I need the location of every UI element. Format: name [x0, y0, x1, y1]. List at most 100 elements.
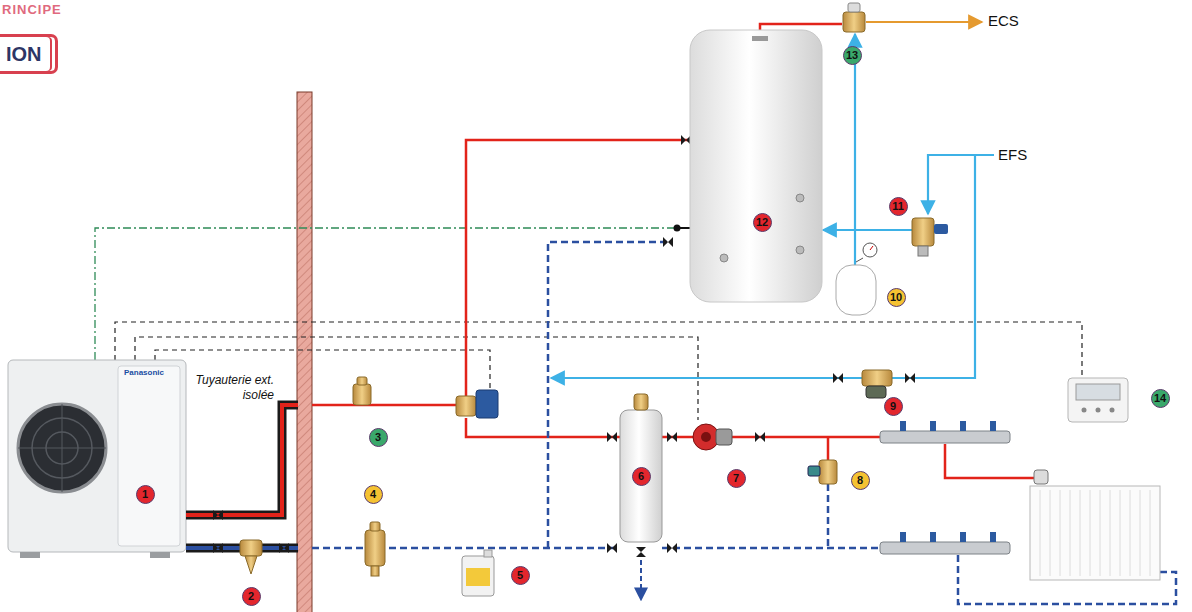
expansion-vessel — [856, 258, 863, 262]
filter — [245, 556, 257, 574]
cold-water-pipe — [928, 155, 994, 214]
dirt-separator — [365, 522, 385, 576]
mixing-valve — [843, 12, 865, 32]
callout-number: 10 — [887, 288, 906, 307]
backflow-preventer — [866, 386, 886, 398]
valve — [607, 432, 617, 442]
heat-pump-unit — [62, 404, 63, 492]
circulator-pump — [716, 429, 732, 445]
manifold — [930, 532, 936, 542]
manifold — [880, 431, 1010, 443]
heading: RINCIPE — [2, 2, 62, 17]
callout-number: 1 — [136, 485, 155, 504]
callout-number: 5 — [511, 566, 530, 585]
remote-controller — [1068, 378, 1128, 422]
air-vent — [353, 384, 371, 405]
sensor-wire — [95, 228, 676, 360]
hot-water-tank — [796, 246, 804, 254]
hot-water-tank — [752, 36, 768, 41]
dirt-separator — [365, 530, 385, 566]
hot-water-tank — [796, 194, 804, 202]
callout-number: 4 — [364, 485, 383, 504]
supply-pipe — [760, 24, 842, 30]
circulator-pump — [693, 424, 719, 450]
manifold — [930, 421, 936, 431]
circulator-pump — [701, 432, 711, 442]
hot-water-pipe — [866, 21, 982, 23]
safety-group — [918, 246, 928, 256]
remote-controller — [1096, 408, 1101, 413]
heat-pump-unit — [8, 360, 186, 558]
valve — [213, 510, 223, 520]
valve — [213, 543, 223, 553]
remote-controller — [1076, 384, 1120, 400]
badge-text: ION — [0, 37, 42, 71]
valve — [279, 543, 289, 553]
three-way-valve — [456, 396, 476, 416]
glycol-can — [462, 556, 494, 596]
manifold — [900, 421, 906, 431]
hot-water-tank — [690, 30, 822, 302]
buffer-tank — [634, 394, 648, 410]
control-wire — [115, 322, 1082, 420]
glycol-can — [484, 550, 492, 557]
valve — [667, 432, 677, 442]
safety-group — [912, 218, 948, 256]
valve — [636, 547, 646, 557]
callout-number: 7 — [727, 469, 746, 488]
buffer-tank — [620, 394, 662, 542]
bypass-valve — [808, 460, 837, 484]
expansion-vessel — [870, 246, 873, 250]
supply-pipe — [312, 404, 460, 407]
callout-number: 14 — [1151, 389, 1170, 408]
circulator-pump — [693, 424, 732, 450]
insulated-pipe — [186, 405, 298, 515]
expansion-vessel — [836, 243, 877, 315]
valve — [607, 543, 617, 553]
pipe-label: EFS — [998, 146, 1027, 165]
safety-group — [934, 224, 948, 234]
radiator — [1034, 470, 1048, 484]
valve — [833, 373, 843, 383]
cold-water-pipe — [823, 229, 912, 231]
glycol-can — [462, 550, 494, 596]
valve — [905, 373, 915, 383]
valve — [667, 543, 677, 553]
manifold — [880, 542, 1010, 554]
callout-number: 6 — [632, 467, 651, 486]
radiator — [1040, 490, 1150, 576]
bypass-valve — [808, 466, 820, 476]
manifold — [990, 421, 996, 431]
expansion-vessel — [836, 265, 876, 315]
heat-pump-unit — [8, 360, 186, 552]
callout-number: 11 — [889, 197, 908, 216]
radiator — [1030, 486, 1160, 580]
mixing-valve — [848, 3, 860, 12]
glycol-can — [466, 568, 490, 586]
manifold — [960, 532, 966, 542]
backflow-preventer — [862, 370, 892, 398]
air-vent — [357, 377, 367, 385]
supply-pipe — [945, 444, 1036, 478]
return-pipe — [312, 547, 620, 550]
callout-number: 8 — [851, 471, 870, 490]
hot-water-tank — [690, 30, 822, 302]
dirt-separator — [371, 566, 379, 576]
remote-controller — [1082, 408, 1087, 413]
dirt-separator — [370, 522, 380, 531]
callout-number: 9 — [884, 397, 903, 416]
air-vent — [353, 377, 371, 405]
manifold — [960, 421, 966, 431]
bypass-valve — [819, 460, 837, 484]
supply-pipe — [827, 437, 830, 460]
three-way-valve — [456, 390, 498, 418]
sensor-rod — [680, 227, 690, 229]
control-wire — [115, 322, 1082, 376]
drain — [640, 560, 642, 600]
callout-number: 13 — [843, 46, 862, 65]
backflow-preventer — [862, 370, 892, 386]
mixing-valve — [843, 3, 865, 32]
expansion-vessel — [863, 243, 877, 257]
